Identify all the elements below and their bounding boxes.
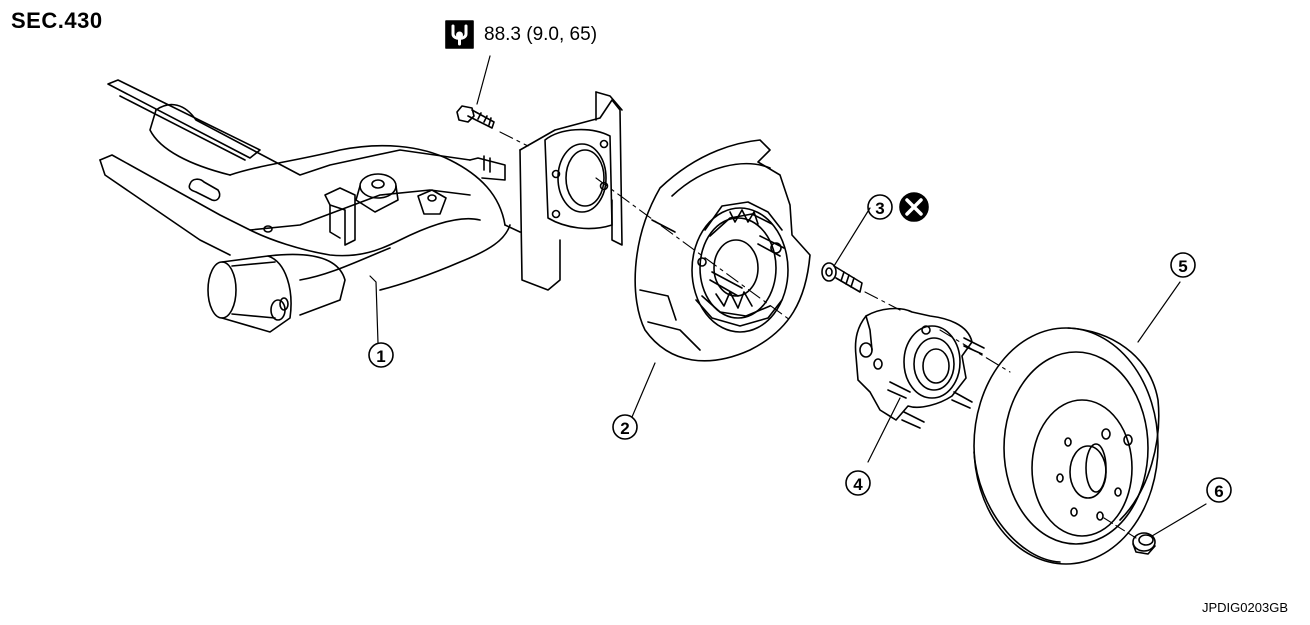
hub-bolt-part [821,207,871,293]
callout-5: 5 [1170,252,1196,278]
cap-part [1103,503,1207,555]
svg-text:6: 6 [1214,482,1223,501]
wheel-hub [854,307,985,463]
suspension-beam [99,79,623,333]
do-not-reuse-icon [899,192,929,222]
svg-text:1: 1 [376,347,385,366]
section-title: SEC.430 [11,8,103,33]
top-bolt [456,55,529,147]
brake-disc [973,281,1181,565]
svg-text:5: 5 [1178,257,1187,276]
figure-code: JPDIG0203GB [1202,600,1288,615]
callout-4: 4 [845,470,871,496]
svg-text:3: 3 [875,199,884,218]
callout-1: 1 [368,275,394,368]
callout-6: 6 [1206,477,1232,503]
torque-wrench-icon [445,20,474,49]
callout-2: 2 [612,362,656,440]
svg-text:4: 4 [853,475,863,494]
svg-text:2: 2 [620,419,629,438]
torque-spec: 88.3 (9.0, 65) [484,24,598,45]
callout-3: 3 [867,194,893,220]
back-plate [634,139,811,362]
